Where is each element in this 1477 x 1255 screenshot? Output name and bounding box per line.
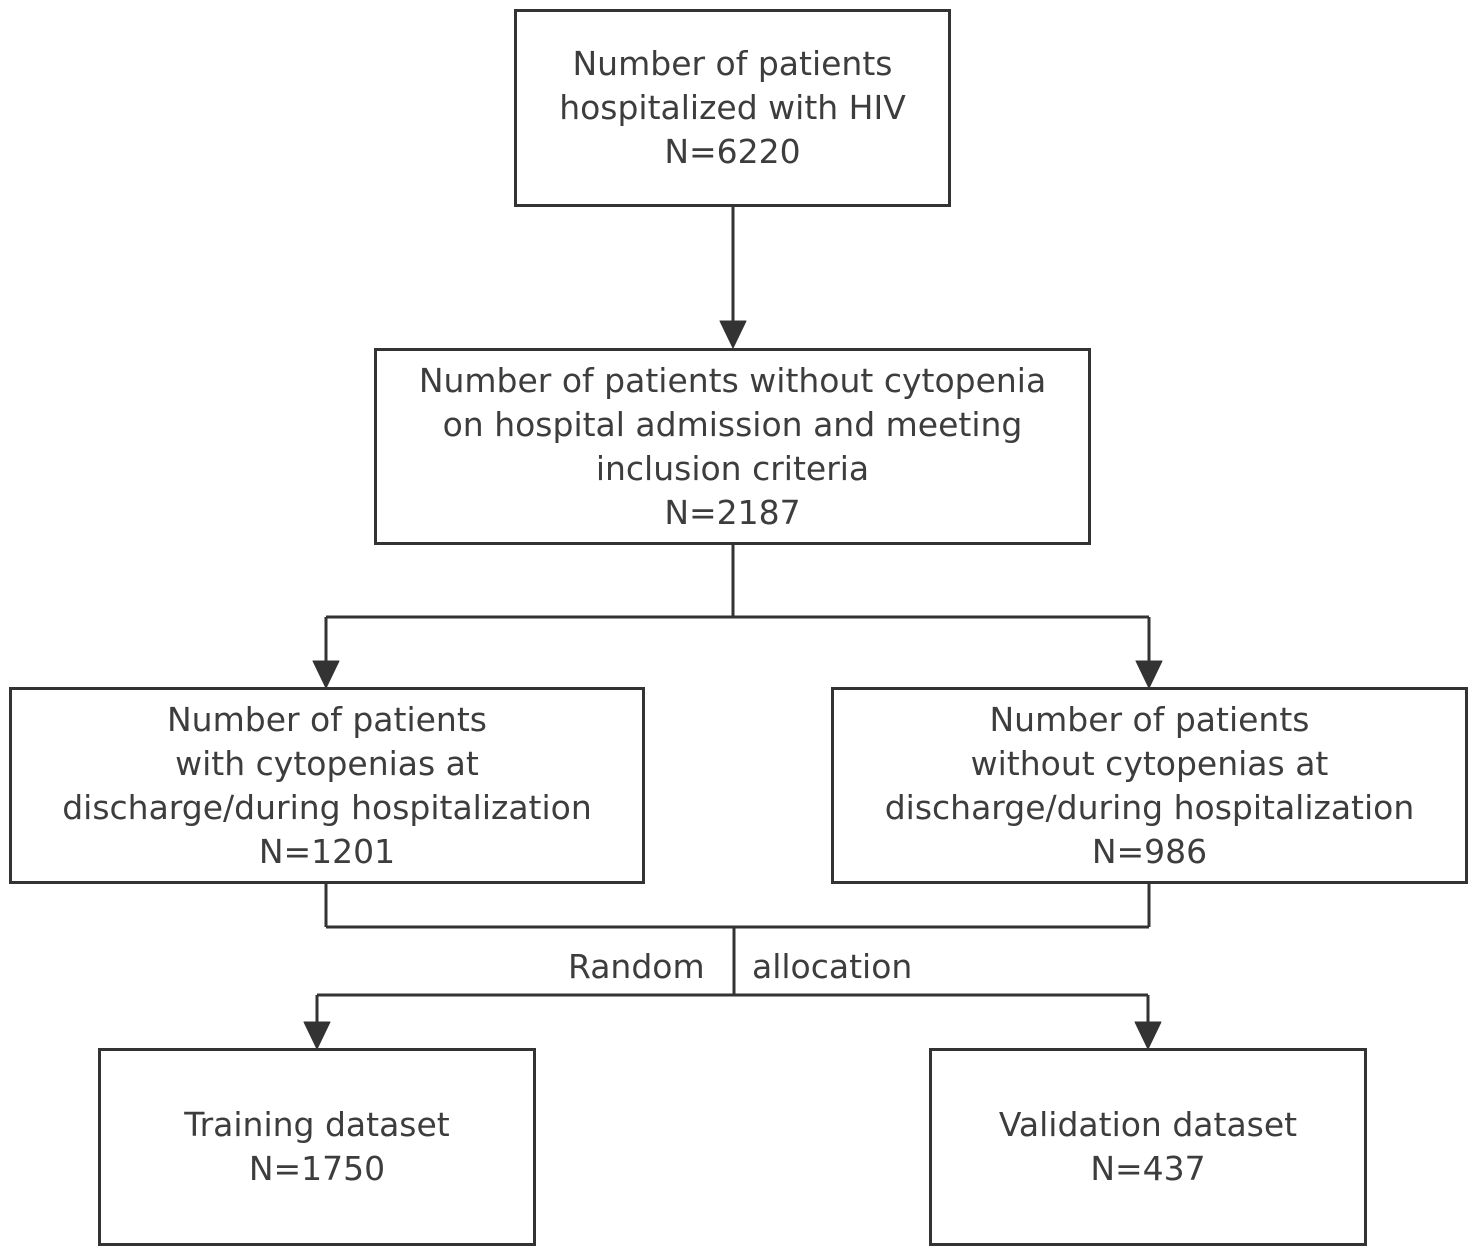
box-with-cytopenias: Number of patients with cytopenias at di… xyxy=(9,687,645,884)
edge-label-random: Random xyxy=(568,947,705,986)
box-with-cytopenias-count: N=1201 xyxy=(258,831,396,871)
arrowhead-to-training xyxy=(303,1021,331,1050)
box-validation-line-1: Validation dataset xyxy=(998,1105,1298,1144)
arrowhead-to-validation xyxy=(1134,1021,1162,1050)
box-training-count: N=1750 xyxy=(248,1149,386,1188)
box-hospitalized-line-2: hospitalized with HIV xyxy=(559,88,906,127)
edge-label-allocation: allocation xyxy=(752,947,913,986)
box-with-cytopenias-line-2: with cytopenias at xyxy=(175,743,479,783)
box-included-line-1: Number of patients without cytopenia xyxy=(418,360,1047,400)
box-hospitalized-count: N=6220 xyxy=(664,132,801,171)
box-hospitalized-line-1: Number of patients xyxy=(572,44,893,83)
box-training-line-1: Training dataset xyxy=(184,1105,450,1144)
box-without-cytopenias: Number of patients without cytopenias at… xyxy=(831,687,1468,884)
box-without-cytopenias-line-1: Number of patients xyxy=(989,699,1310,739)
box-without-cytopenias-count: N=986 xyxy=(1091,831,1208,871)
box-training: Training dataset N=1750 xyxy=(98,1048,536,1246)
box-with-cytopenias-line-1: Number of patients xyxy=(167,699,487,739)
box-included-count: N=2187 xyxy=(664,492,801,532)
box-without-cytopenias-line-3: discharge/during hospitalization xyxy=(884,787,1415,827)
arrowhead-to-without-cytopenias xyxy=(1135,660,1163,689)
box-validation: Validation dataset N=437 xyxy=(929,1048,1367,1246)
box-validation-count: N=437 xyxy=(1090,1149,1206,1188)
box-included-line-3: inclusion criteria xyxy=(595,448,870,488)
box-hospitalized: Number of patients hospitalized with HIV… xyxy=(514,9,951,207)
box-included: Number of patients without cytopenia on … xyxy=(374,348,1091,545)
arrowhead-to-included xyxy=(719,320,747,349)
arrowhead-to-with-cytopenias xyxy=(312,660,340,689)
box-included-line-2: on hospital admission and meeting xyxy=(442,404,1023,444)
box-without-cytopenias-line-2: without cytopenias at xyxy=(970,743,1329,783)
box-with-cytopenias-line-3: discharge/during hospitalization xyxy=(62,787,592,827)
